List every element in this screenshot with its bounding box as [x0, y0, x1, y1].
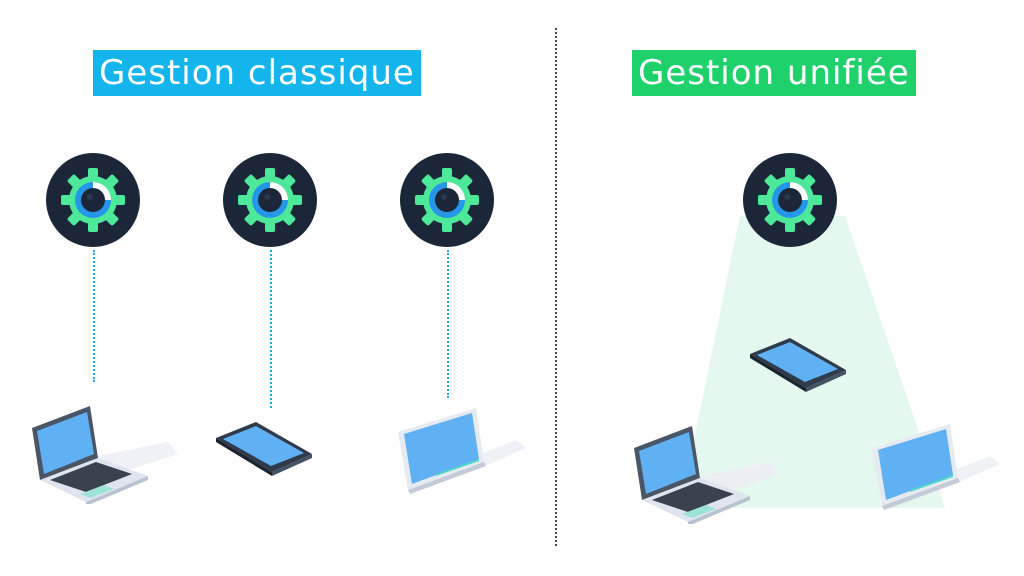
laptop-icon — [28, 394, 178, 504]
connector-line — [270, 250, 272, 408]
tablet-icon — [746, 336, 850, 396]
monitor-icon — [870, 420, 1000, 510]
connector-line — [93, 250, 95, 382]
title-gestion-unifiee: Gestion unifiée — [632, 50, 916, 96]
connector-line — [447, 250, 449, 398]
gear-icon — [742, 152, 838, 248]
monitor-icon — [396, 404, 526, 494]
panel-divider — [555, 28, 557, 546]
gear-icon — [45, 152, 141, 248]
title-gestion-classique: Gestion classique — [93, 50, 421, 96]
gear-icon — [399, 152, 495, 248]
laptop-icon — [630, 414, 780, 524]
gear-icon — [222, 152, 318, 248]
tablet-icon — [212, 420, 316, 480]
